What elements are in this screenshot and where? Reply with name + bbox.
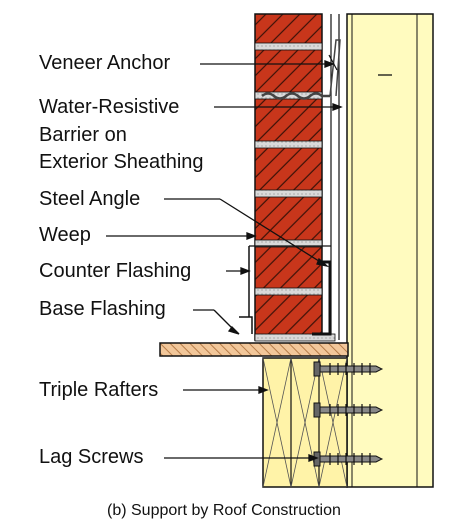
leader-weep — [106, 232, 257, 240]
leader-base-flashing — [193, 309, 240, 335]
lag-screws — [313, 361, 384, 467]
steel-angle — [312, 260, 332, 336]
lag-screw-1 — [313, 361, 384, 377]
leader-lines — [106, 60, 392, 462]
counter-flashing — [248, 245, 331, 317]
label-steel-angle: Steel Angle — [39, 188, 141, 210]
label-weep: Weep — [39, 224, 91, 246]
label-counter-flashing: Counter Flashing — [39, 260, 192, 282]
triple-rafters — [262, 357, 348, 488]
base-flashing — [239, 316, 253, 334]
leader-counter-flashing — [226, 267, 251, 275]
exterior-sheathing — [346, 13, 434, 488]
label-veneer-anchor: Veneer Anchor — [39, 52, 171, 74]
leader-veneer-anchor — [200, 60, 335, 68]
label-wrb-line3: Exterior Sheathing — [39, 151, 204, 173]
leader-wrb — [214, 103, 343, 111]
brick-veneer — [254, 13, 336, 342]
lag-screw-3 — [313, 451, 384, 467]
label-base-flashing: Base Flashing — [39, 298, 166, 320]
label-wrb-line2: Barrier on — [39, 124, 127, 146]
leader-lag-screws — [164, 454, 319, 462]
roof-deck — [159, 342, 349, 357]
veneer-anchor — [261, 39, 341, 100]
leader-triple-rafters — [183, 386, 269, 394]
figure-caption: (b) Support by Roof Construction — [107, 502, 341, 519]
label-wrb-line1: Water-Resistive — [39, 96, 180, 118]
label-lag-screws: Lag Screws — [39, 446, 144, 468]
lag-screw-2 — [313, 402, 384, 418]
label-triple-rafters: Triple Rafters — [39, 379, 159, 401]
leader-steel-angle — [164, 198, 330, 268]
